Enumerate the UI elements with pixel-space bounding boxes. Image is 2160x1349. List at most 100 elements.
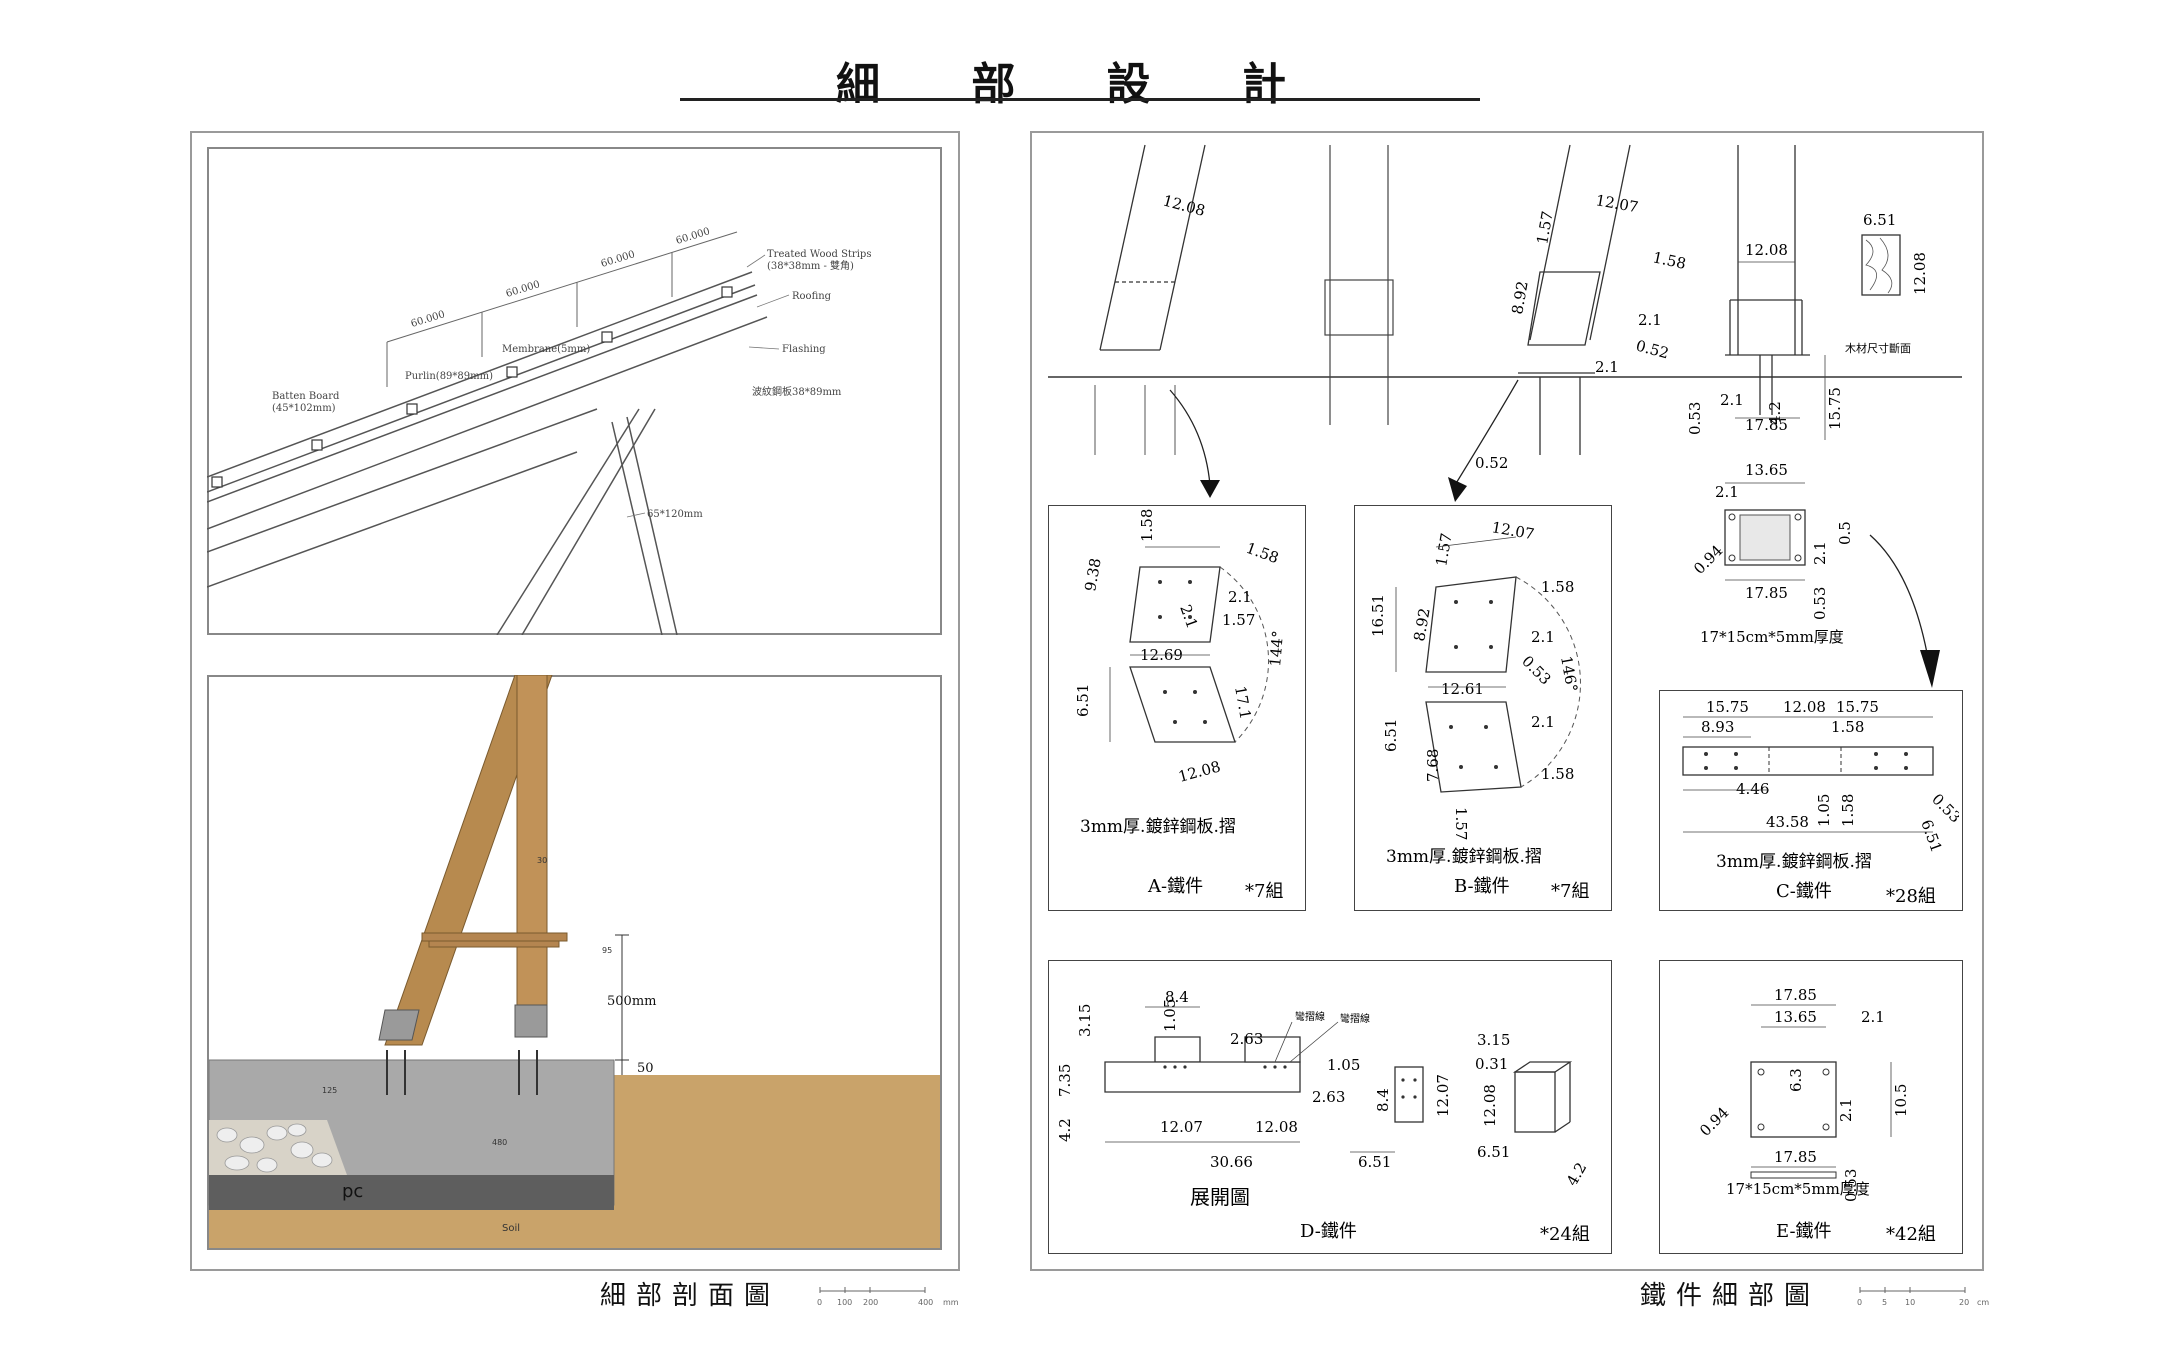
page-title: 細 部 設 計	[836, 59, 1324, 110]
a-dim-9: 17.1	[1231, 685, 1255, 721]
hscale-0: 0	[1857, 1298, 1862, 1307]
b-dim-12: 7.68	[1424, 749, 1442, 782]
hardware-scale-bar: 0 5 10 20 cm	[1857, 1287, 1989, 1307]
treated-wood-size: (38*38mm - 雙角)	[767, 259, 854, 272]
wood-section-label: 木材尺寸斷面	[1845, 341, 1911, 355]
small-dim-2: 480	[492, 1138, 507, 1147]
title-underline	[680, 98, 1480, 101]
c-count: *28組	[1886, 886, 1936, 907]
d-dim-3: 1.05	[1161, 999, 1179, 1032]
c-top-dim-6: 4.2	[1766, 401, 1784, 425]
steel-part-label: 波紋鋼板38*89mm	[752, 385, 842, 398]
small-dim-3: 30	[537, 856, 547, 865]
c-base-plate: 13.65 2.1 0.5 2.1 0.94 17.85 0.53 17*15c…	[1690, 461, 1929, 655]
cplate-dim-1: 13.65	[1745, 461, 1788, 479]
c-dim-6: 4.46	[1736, 780, 1769, 798]
d-dim-19: 4.2	[1563, 1159, 1591, 1189]
a-dim-10: 144°	[1266, 630, 1287, 668]
hscale-10: 10	[1905, 1298, 1915, 1307]
cplate-note: 17*15cm*5mm厚度	[1700, 628, 1844, 646]
b-dim-13: 1.58	[1541, 765, 1574, 783]
roof-section-drawing: 60.000 60.000 60.000 60.000 Treated Wood…	[207, 147, 942, 635]
e-dim-4: 6.3	[1787, 1068, 1805, 1092]
d-dim-18: 6.51	[1358, 1153, 1391, 1171]
d-dim-12: 8.4	[1374, 1088, 1392, 1112]
e-name: E-鐵件	[1776, 1221, 1832, 1242]
b-dim-10: 2.1	[1531, 713, 1555, 731]
a-top-dim: 12.08	[1161, 191, 1207, 220]
b-dim-14: 1.57	[1452, 807, 1470, 840]
cplate-dim-5: 0.94	[1690, 541, 1726, 577]
d-dim-2: 3.15	[1076, 1004, 1094, 1037]
part-a-drawing: 1.58 1.58 9.38 2.1 2.1 1.57 12.69 6.51 1…	[1074, 509, 1287, 902]
a-count: *7組	[1245, 881, 1283, 902]
cplate-dim-2: 2.1	[1715, 483, 1739, 501]
c-dim-3: 15.75	[1836, 698, 1879, 716]
scale-100: 100	[837, 1298, 852, 1307]
a-dim-2: 1.58	[1244, 539, 1282, 567]
part-c-box	[1659, 690, 1963, 911]
scale-200: 200	[863, 1298, 878, 1307]
part-b-box	[1354, 505, 1612, 911]
small-dim-4: 95	[602, 946, 612, 955]
hardware-caption: 鐵件細部圖	[1640, 1281, 1821, 1311]
cplate-dim-3: 0.5	[1836, 521, 1854, 545]
e-dim-9: 0.53	[1842, 1169, 1860, 1202]
d-dim-7: 12.07	[1160, 1118, 1203, 1136]
wood-dim-2: 12.08	[1911, 252, 1929, 295]
c-top-dim-5: 2.1	[1720, 391, 1744, 409]
part-d-drawing: 8.4 3.15 1.05 2.63 7.35 4.2 12.07 12.08 …	[1056, 988, 1591, 1245]
part-c-drawing: 15.75 12.08 15.75 8.93 1.58 4.46 6.51 0.…	[1682, 698, 1959, 907]
d-dim-11: 2.63	[1312, 1088, 1345, 1106]
d-unfold-label: 展開圖	[1190, 1185, 1250, 1209]
height-500-label: 500mm	[607, 994, 656, 1009]
fold-line-label-2: 彎摺線	[1340, 1012, 1370, 1025]
cplate-dim-6: 17.85	[1745, 584, 1788, 602]
d-dim-14: 3.15	[1477, 1031, 1510, 1049]
b-top-dim-6: 0.52	[1634, 336, 1671, 362]
batten-size: (45*102mm)	[272, 403, 336, 414]
a-dim-3: 9.38	[1081, 557, 1105, 593]
c-dim-11: 43.58	[1766, 813, 1809, 831]
d-dim-8: 12.08	[1255, 1118, 1298, 1136]
d-dim-4: 2.63	[1230, 1030, 1263, 1048]
purlin-label: Purlin(89*89mm)	[405, 371, 493, 382]
pc-label: pc	[342, 1181, 363, 1202]
c-top-dim-4: 0.53	[1686, 402, 1704, 435]
c-dim-2: 12.08	[1783, 698, 1826, 716]
b-dim-6: 2.1	[1531, 628, 1555, 646]
b-top-dim-5: 2.1	[1638, 311, 1662, 329]
b-top-dim-7: 2.1	[1595, 358, 1619, 376]
hscale-20: 20	[1959, 1298, 1969, 1307]
b-dim-5: 8.92	[1410, 607, 1434, 643]
a-dim-8: 6.51	[1074, 684, 1092, 717]
d-dim-1: 8.4	[1165, 988, 1189, 1006]
c-dim-7: 6.51	[1917, 817, 1945, 855]
b-top-dim-8: 0.52	[1475, 454, 1508, 472]
d-dim-13: 12.07	[1434, 1074, 1452, 1117]
e-dim-3: 2.1	[1861, 1008, 1885, 1026]
b-top-dim-2: 1.57	[1533, 210, 1557, 246]
b-dim-2: 1.57	[1432, 532, 1456, 568]
soil-label: Soil	[502, 1223, 520, 1234]
wood-dim-1: 6.51	[1863, 211, 1896, 229]
batten-label: Batten Board	[272, 391, 340, 402]
d-dim-9: 30.66	[1210, 1153, 1253, 1171]
b-dim-8: 12.61	[1441, 680, 1484, 698]
d-dim-17: 6.51	[1477, 1143, 1510, 1161]
d-dim-6: 4.2	[1056, 1118, 1074, 1142]
e-dim-6: 2.1	[1837, 1098, 1855, 1122]
fold-line-label-1: 彎摺線	[1295, 1010, 1325, 1023]
scale-unit: mm	[943, 1298, 959, 1307]
b-count: *7組	[1551, 881, 1589, 902]
part-a-box	[1048, 505, 1306, 911]
b-top-dim-4: 8.92	[1508, 280, 1532, 316]
d-dim-10: 1.05	[1327, 1056, 1360, 1074]
b-material: 3mm厚.鍍鋅鋼板.摺	[1386, 846, 1542, 867]
b-dim-9: 146°	[1557, 655, 1581, 694]
treated-wood-label: Treated Wood Strips	[767, 249, 871, 260]
d-dim-15: 0.31	[1475, 1055, 1508, 1073]
foundation-section-drawing: pc Soil 500mm 50 125 480 30 95	[207, 675, 942, 1250]
flashing-label: Flashing	[782, 344, 826, 355]
b-dim-11: 6.51	[1382, 719, 1400, 752]
